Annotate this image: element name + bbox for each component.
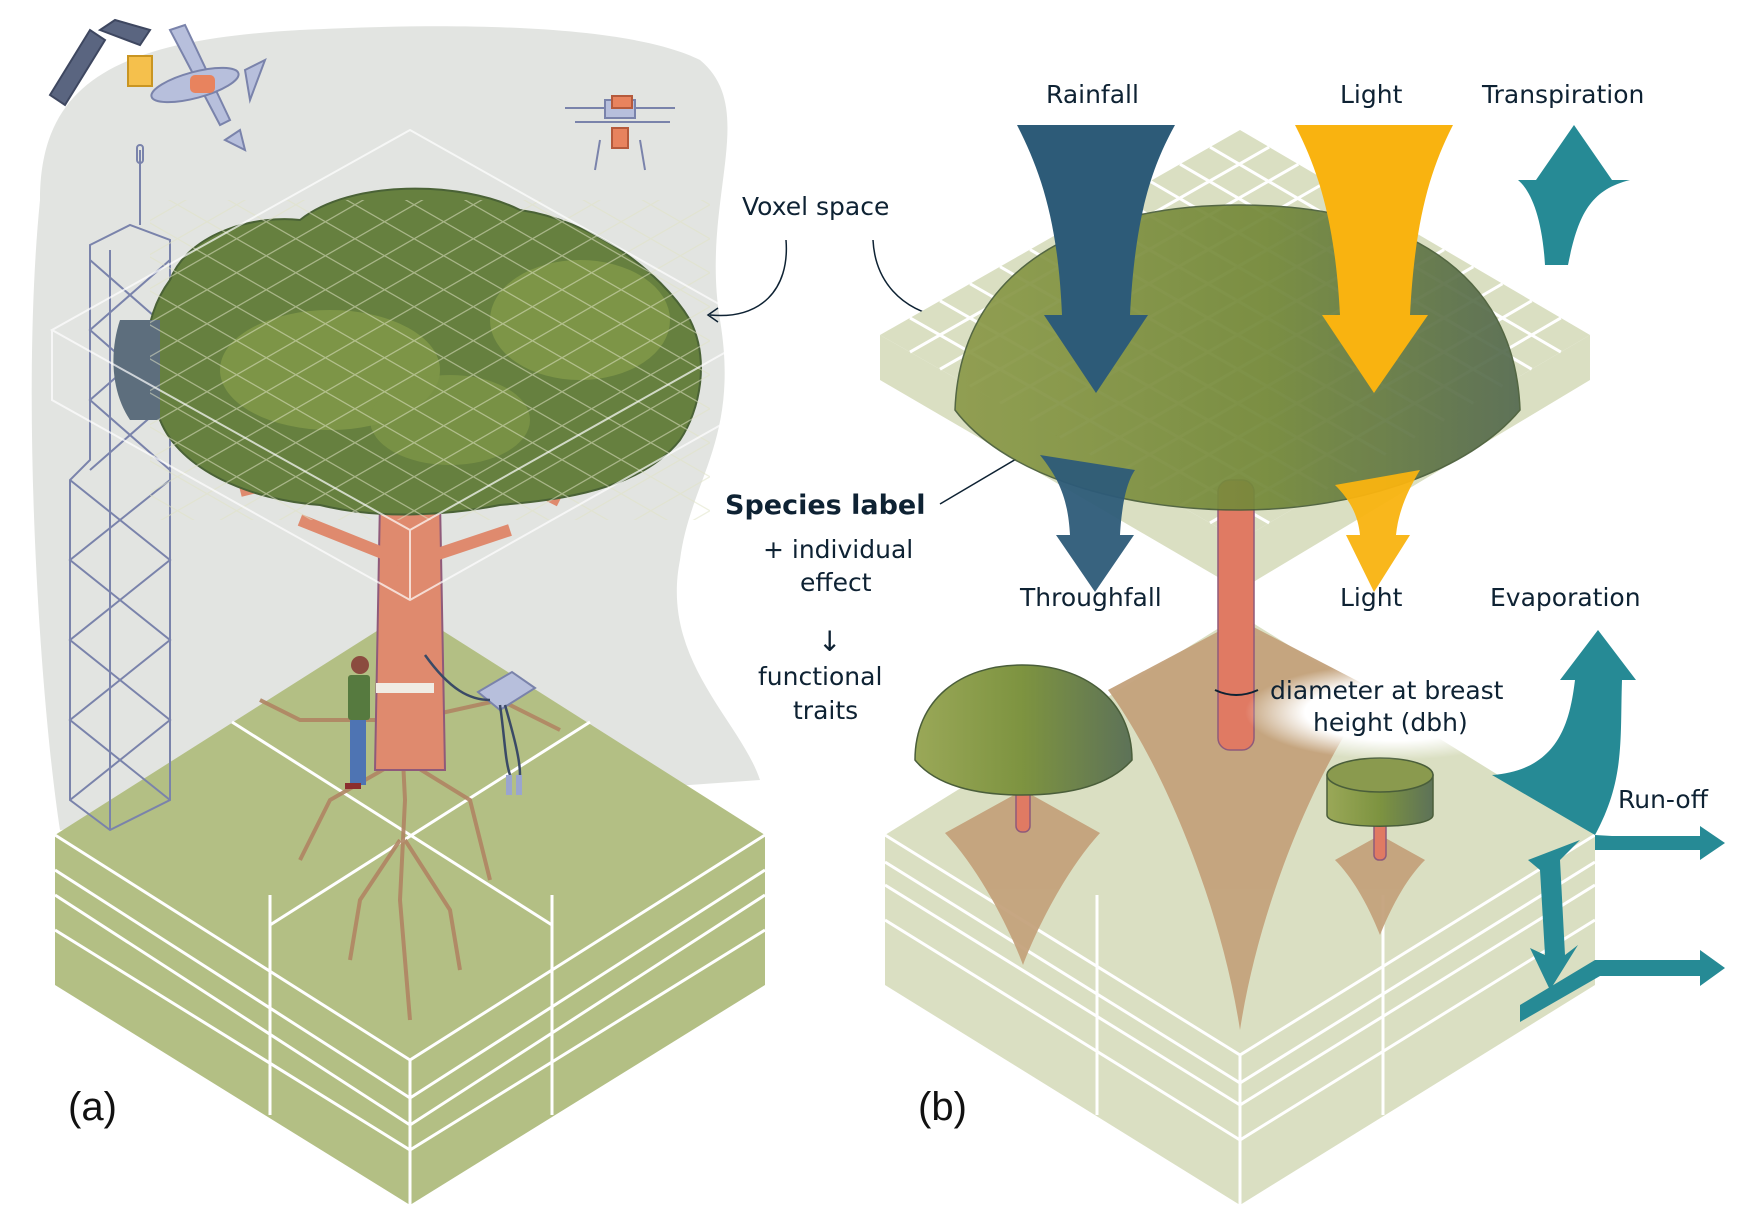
throughfall-label: Throughfall [1020,583,1162,612]
voxel-space-outline [49,128,768,602]
panel-b [880,125,1725,1205]
individual-effect-line2: effect [800,568,872,597]
evaporation-arrow [1492,630,1636,835]
satellite-icon [48,18,153,107]
runoff-surface-arrow [1595,826,1725,860]
transpiration-label: Transpiration [1482,80,1645,109]
voxel-space-label: Voxel space [742,192,890,221]
panel-a [31,18,768,1205]
light-in-arrow [1295,125,1453,393]
small-tree-right-canopy [1326,757,1434,827]
runoff-subsurface-arrow [1520,950,1725,1022]
dbh-label-line1: diameter at breast [1270,676,1504,705]
functional-traits-line1: functional [758,662,883,691]
aircraft-icon [150,23,267,152]
dbh-label-glow [1245,664,1545,760]
small-tree-left-canopy [914,664,1133,796]
evaporation-label: Evaporation [1490,583,1641,612]
soil-block-a [54,610,766,1205]
functional-traits-line2: traits [793,696,859,725]
panel-a-label: (a) [68,1085,117,1129]
individual-effect-line1: + individual [763,535,914,564]
dbh-indicator [1214,689,1259,696]
drone-icon [565,95,675,171]
voxel-space-arrow-a [709,239,788,317]
rainfall-label: Rainfall [1046,80,1139,109]
runoff-label: Run-off [1618,785,1708,814]
light-out-label: Light [1340,583,1403,612]
dbh-label-line2: height (dbh) [1313,708,1468,737]
sap-flow-logger [423,654,537,795]
root-zone-left [945,790,1100,965]
panel-b-label: (b) [918,1085,967,1129]
tree-canopy-a [113,187,710,520]
percolation-arrow [1528,840,1580,990]
rainfall-arrow [1017,125,1175,393]
light-out-arrow [1335,470,1420,592]
transpiration-arrow [1500,125,1630,265]
light-in-label: Light [1340,80,1403,109]
flux-tower [68,144,172,832]
species-label: Species label [725,490,926,521]
researcher [345,656,370,789]
throughfall-arrow [1040,455,1135,592]
traits-arrow: ↓ [818,625,842,658]
voxel-space-arrow-a-head [706,307,719,323]
